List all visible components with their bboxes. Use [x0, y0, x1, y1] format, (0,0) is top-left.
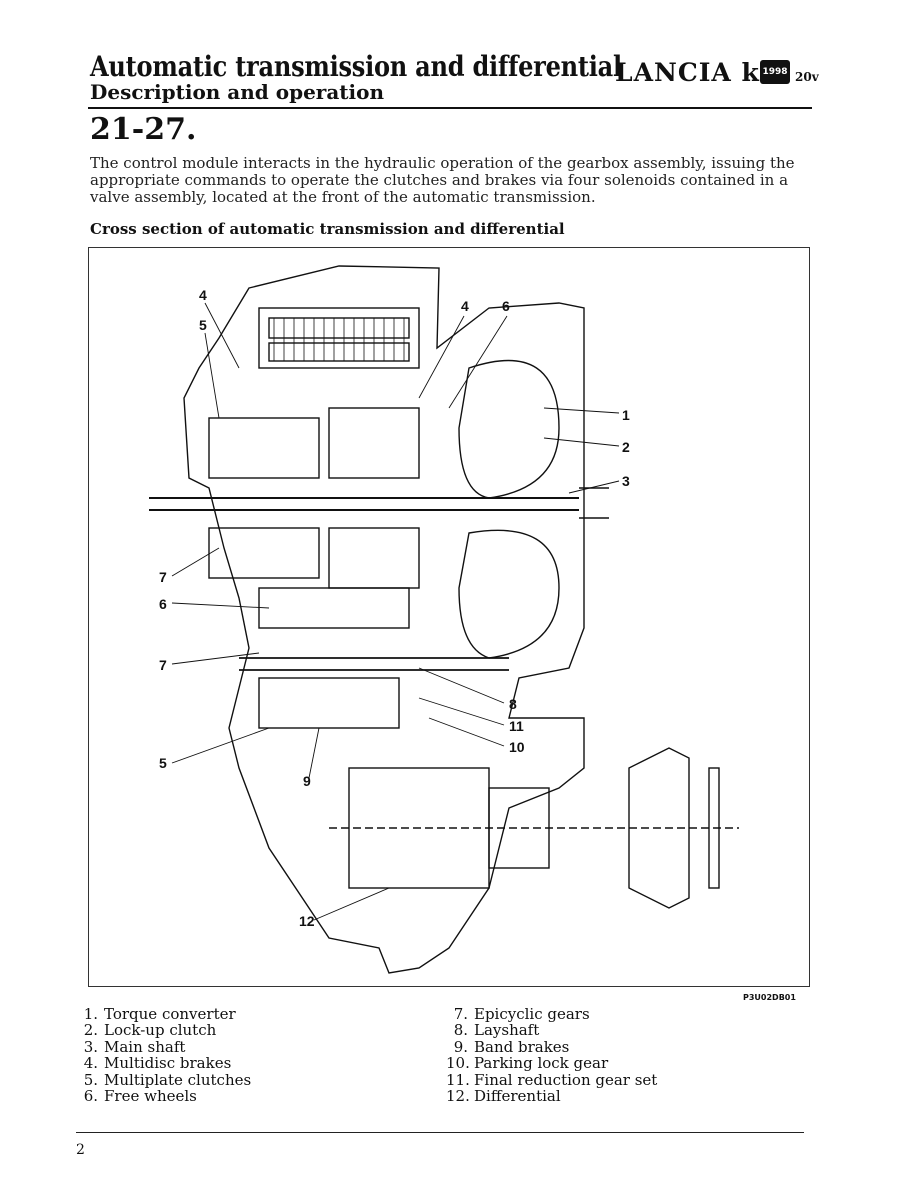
cross-section-drawing: 4 5 4 6 1 2 3 7 6 7 8 11 10 5 9 12 [149, 265, 739, 974]
legend-left-column: 1.Torque converter 2.Lock-up clutch 3.Ma… [76, 1005, 252, 1106]
callout-12: 12 [299, 913, 315, 929]
callout-2: 2 [622, 439, 630, 455]
callout-3: 3 [622, 473, 630, 489]
legend-item: 4.Multidisc brakes [83, 1054, 232, 1073]
brand-name: LANCIA k [615, 58, 760, 87]
figure-code: P3U02DB01 [743, 993, 796, 1002]
figure-caption: Cross section of automatic transmission … [90, 220, 565, 238]
clutch-pack-middle [208, 417, 320, 479]
callout-7b: 7 [159, 657, 167, 673]
callout-7a: 7 [159, 569, 167, 585]
page-number: 2 [76, 1142, 85, 1158]
legend-item: 1.Torque converter [83, 1005, 236, 1023]
engine-label: 20v [795, 70, 819, 84]
section-number: 21-27. [90, 112, 197, 147]
torque-converter [458, 359, 560, 499]
legend-item: 7.Epicyclic gears [453, 1005, 590, 1023]
page-subtitle: Description and operation [90, 80, 385, 104]
brand-badge: 1998 [760, 60, 790, 84]
legend-item: 3.Main shaft [83, 1037, 186, 1056]
callout-4b: 4 [461, 298, 469, 314]
callout-1: 1 [622, 407, 630, 423]
callout-11: 11 [509, 718, 524, 734]
callout-6b: 6 [159, 596, 167, 612]
callout-9: 9 [303, 773, 311, 789]
clutch-pack-upper [258, 307, 420, 369]
casing-outline [183, 265, 585, 974]
legend-item: 5.Multiplate clutches [83, 1070, 252, 1089]
callout-8: 8 [509, 696, 517, 712]
callout-5a: 5 [199, 317, 207, 333]
legend-item: 10.Parking lock gear [446, 1054, 609, 1073]
legend-item: 2.Lock-up clutch [83, 1021, 217, 1040]
callout-10: 10 [509, 739, 525, 755]
output-flange [628, 747, 690, 909]
page-title: Automatic transmission and differential [90, 50, 622, 83]
callout-5b: 5 [159, 755, 167, 771]
legend-right-column: 7.Epicyclic gears 8.Layshaft 9.Band brak… [446, 1005, 658, 1106]
callout-4a: 4 [199, 287, 207, 303]
legend-item: 12.Differential [446, 1087, 561, 1106]
body-paragraph: The control module interacts in the hydr… [90, 154, 795, 206]
footer-rule [76, 1132, 804, 1133]
legend-item: 11.Final reduction gear set [446, 1070, 658, 1089]
legend-item: 9.Band brakes [453, 1037, 570, 1056]
callout-6a: 6 [502, 298, 510, 314]
legend-item: 6.Free wheels [83, 1087, 197, 1106]
header-rule [88, 107, 812, 109]
transmission-cross-section-figure: 4 5 4 6 1 2 3 7 6 7 8 11 10 5 9 12 [88, 247, 810, 987]
legend-item: 8.Layshaft [453, 1021, 540, 1040]
